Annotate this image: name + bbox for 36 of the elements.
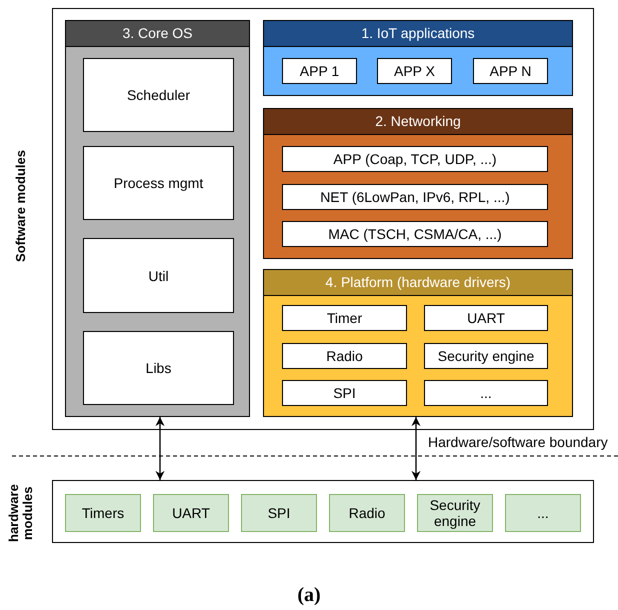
group-title: hardware modules xyxy=(7,483,35,544)
module-box: Timer xyxy=(282,305,407,331)
layer-panel xyxy=(263,269,573,417)
layer-title: 3. Core OS xyxy=(66,21,249,47)
module-box: Util xyxy=(83,238,234,313)
module-box: Process mgmt xyxy=(83,146,234,220)
hardware-module-box: Radio xyxy=(329,494,405,532)
hardware-module-box: UART xyxy=(153,494,229,532)
module-box: ... xyxy=(424,380,548,406)
module-box: SPI xyxy=(282,380,407,406)
module-box: APP X xyxy=(377,58,452,84)
module-box: APP (Coap, TCP, UDP, ...) xyxy=(282,146,548,172)
layer-title: 4. Platform (hardware drivers) xyxy=(264,270,572,296)
group-title: Software modules xyxy=(14,150,28,262)
module-box: APP 1 xyxy=(282,58,357,84)
layer-title: 2. Networking xyxy=(264,109,572,135)
module-box: Scheduler xyxy=(83,58,234,132)
hardware-module-box: SPI xyxy=(241,494,317,532)
boundary-label: Hardware/software boundary xyxy=(428,434,608,450)
module-box: NET (6LowPan, IPv6, RPL, ...) xyxy=(282,184,548,210)
hardware-module-box: ... xyxy=(505,494,581,532)
double-arrow xyxy=(411,417,421,480)
module-box: APP N xyxy=(473,58,548,84)
layer-panel xyxy=(263,108,573,259)
figure-caption: (a) xyxy=(296,584,322,607)
layer-panel xyxy=(263,20,573,96)
hardware-module-box: Security engine xyxy=(417,494,493,532)
layer-panel xyxy=(65,20,250,417)
double-arrow xyxy=(155,417,165,480)
module-box: UART xyxy=(424,305,548,331)
module-box: Radio xyxy=(282,343,407,369)
module-box: Security engine xyxy=(424,343,548,369)
layer-title: 1. IoT applications xyxy=(264,21,572,47)
module-box: Libs xyxy=(83,331,234,405)
hardware-module-box: Timers xyxy=(65,494,141,532)
module-box: MAC (TSCH, CSMA/CA, ...) xyxy=(282,221,548,247)
